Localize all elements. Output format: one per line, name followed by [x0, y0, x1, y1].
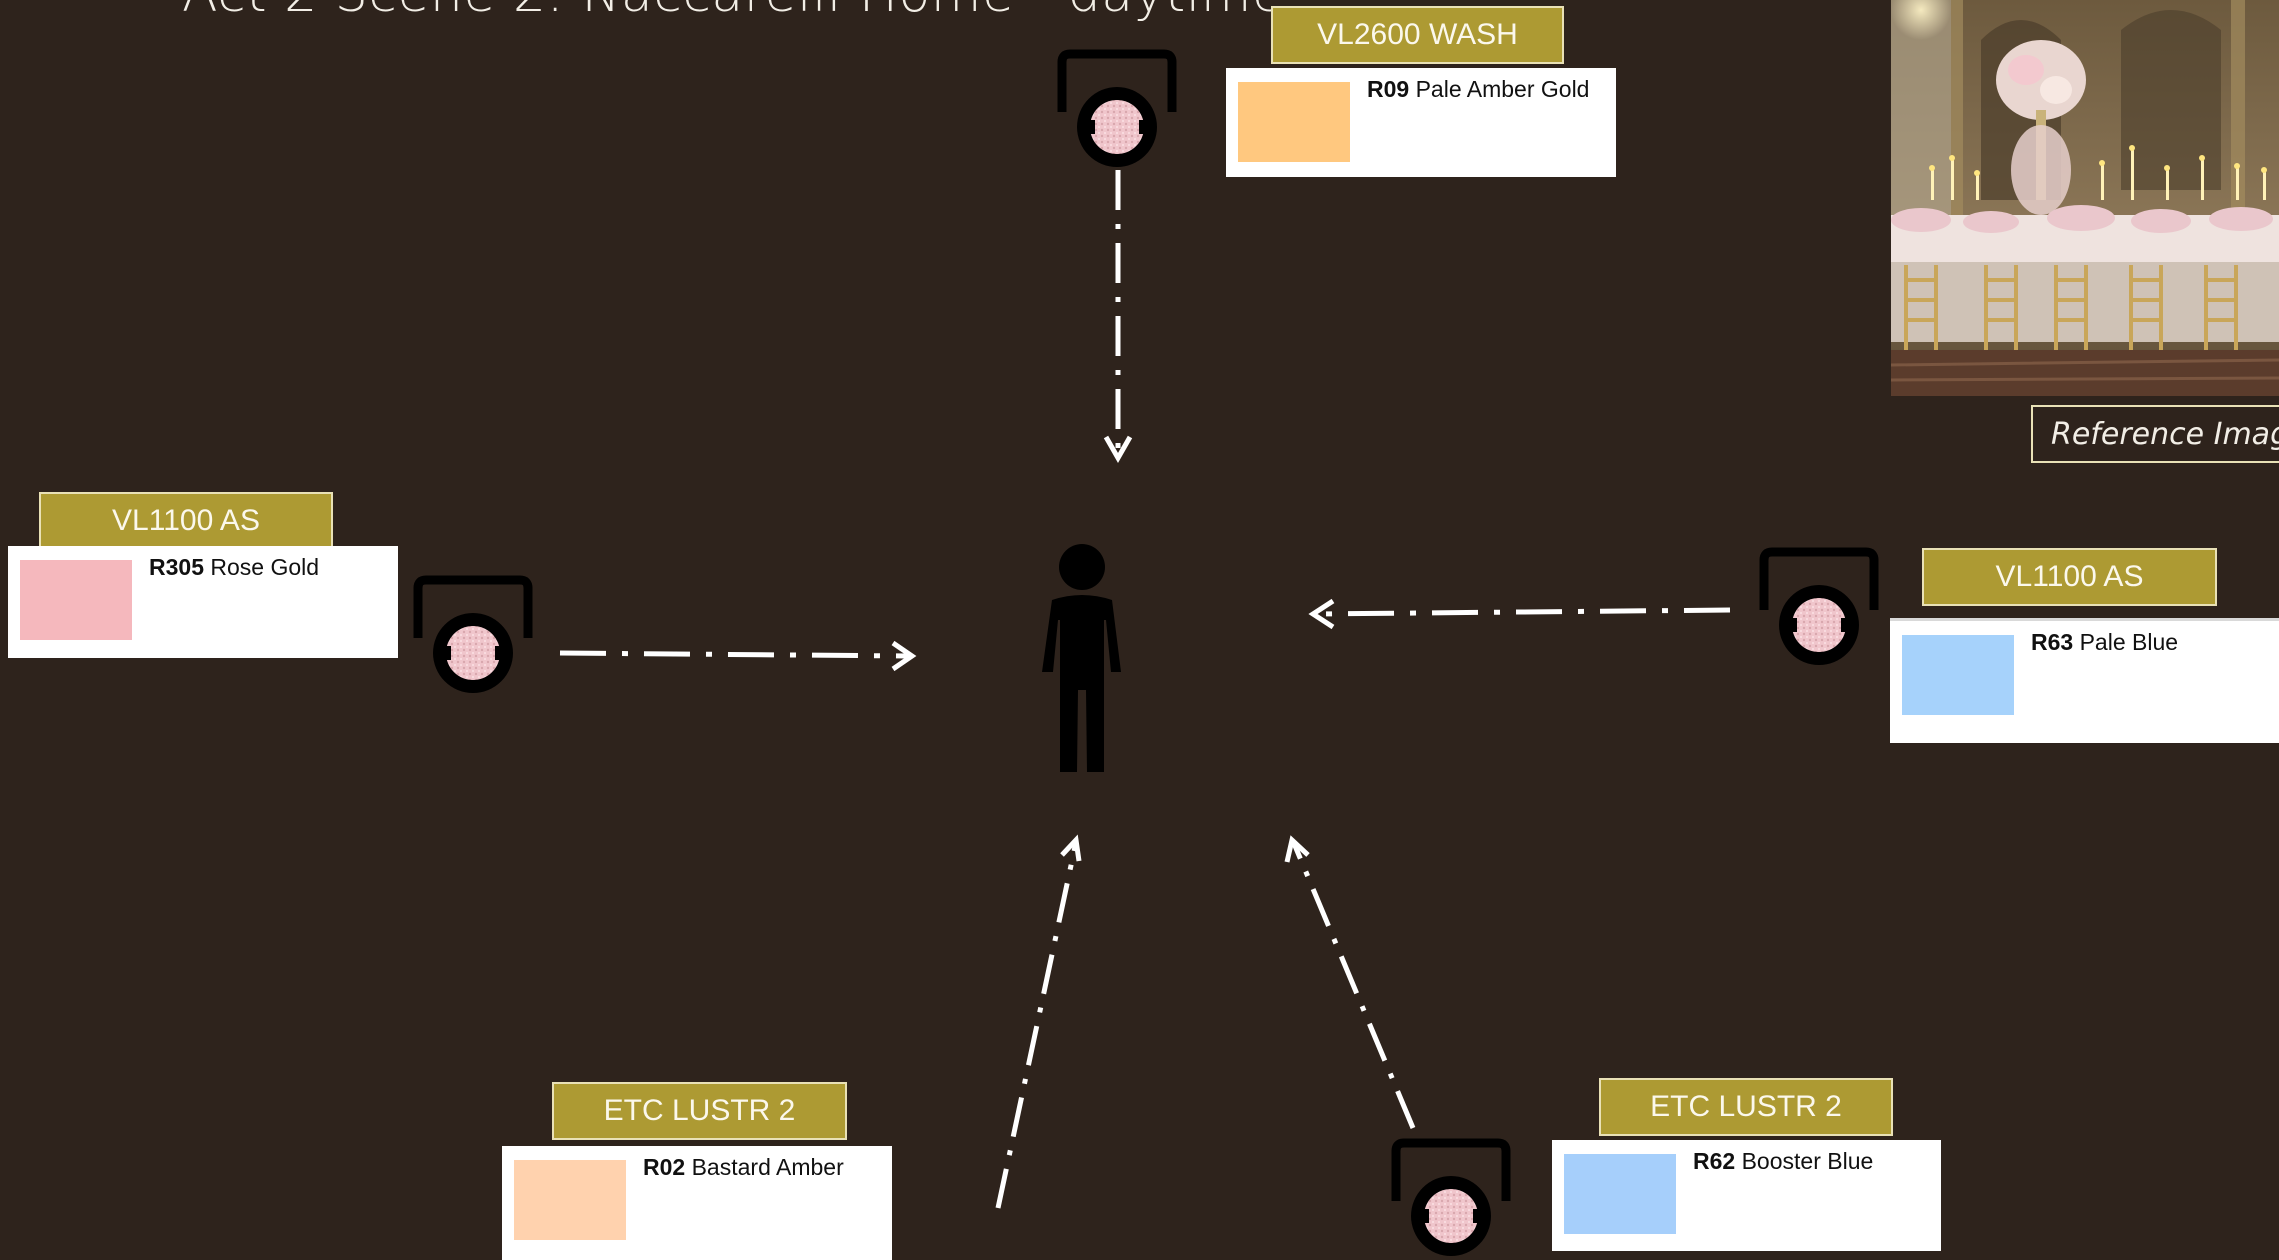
gel-name-top: Pale Amber Gold — [1415, 76, 1590, 102]
gel-card-right: R63 Pale Blue — [1890, 618, 2279, 743]
beam-arrow-left — [559, 650, 911, 659]
arrowhead-bottom-right — [1284, 835, 1310, 863]
gel-swatch-bottom-right — [1564, 1154, 1676, 1234]
beam-arrow-right — [1313, 607, 1731, 617]
arrowhead-bottom-left — [1060, 834, 1082, 862]
person-icon — [1042, 544, 1121, 772]
gel-name-left: Rose Gold — [210, 554, 320, 580]
moving-head-light-icon — [413, 575, 533, 693]
moving-head-light-icon — [1057, 49, 1177, 167]
gel-name-bottom-right: Booster Blue — [1741, 1148, 1874, 1174]
banquet-hall-image — [1891, 0, 2279, 396]
gel-card-left: R305 Rose Gold — [8, 546, 398, 658]
arrowhead-right — [1308, 598, 1335, 630]
reference-image — [1891, 0, 2279, 396]
gel-label-left: R305 Rose Gold — [149, 554, 319, 581]
gel-card-top: R09 Pale Amber Gold — [1226, 68, 1616, 177]
fixture-tag-bottom-left: ETC LUSTR 2 — [552, 1082, 847, 1140]
beam-arrow-bottom-left — [995, 841, 1079, 1209]
gel-code-top: R09 — [1367, 76, 1410, 102]
gel-swatch-top — [1238, 82, 1350, 162]
gel-label-bottom-left: R02 Bastard Amber — [643, 1154, 844, 1181]
gel-swatch-left — [20, 560, 132, 640]
gel-name-right: Pale Blue — [2079, 629, 2179, 655]
moving-head-light-icon — [1391, 1138, 1511, 1256]
beam-arrow-bottom-right — [1290, 840, 1416, 1129]
moving-head-light-icon — [1759, 547, 1879, 665]
gel-code-bottom-right: R62 — [1693, 1148, 1736, 1174]
gel-swatch-bottom-left — [514, 1160, 626, 1240]
fixture-tag-bottom-right: ETC LUSTR 2 — [1599, 1078, 1893, 1136]
fixture-tag-top: VL2600 WASH — [1271, 6, 1564, 64]
gel-label-bottom-right: R62 Booster Blue — [1693, 1148, 1873, 1175]
gel-card-bottom-left: R02 Bastard Amber — [502, 1146, 892, 1260]
gel-swatch-right — [1902, 635, 2014, 715]
fixture-tag-left: VL1100 AS — [39, 492, 333, 550]
gel-label-top: R09 Pale Amber Gold — [1367, 76, 1589, 103]
arrowhead-left — [891, 640, 917, 672]
gel-name-bottom-left: Bastard Amber — [691, 1154, 844, 1180]
fixture-tag-right: VL1100 AS — [1922, 548, 2217, 606]
slide-title: Act 2 Scene 2: Naccarelli Home - daytime — [182, 0, 1284, 24]
gel-code-right: R63 — [2031, 629, 2074, 655]
gel-label-right: R63 Pale Blue — [2031, 629, 2178, 656]
gel-code-bottom-left: R02 — [643, 1154, 686, 1180]
reference-image-label: Reference Image — [2031, 405, 2279, 463]
gel-card-bottom-right: R62 Booster Blue — [1552, 1140, 1941, 1251]
gel-code-left: R305 — [149, 554, 204, 580]
arrowhead-top — [1103, 435, 1133, 464]
